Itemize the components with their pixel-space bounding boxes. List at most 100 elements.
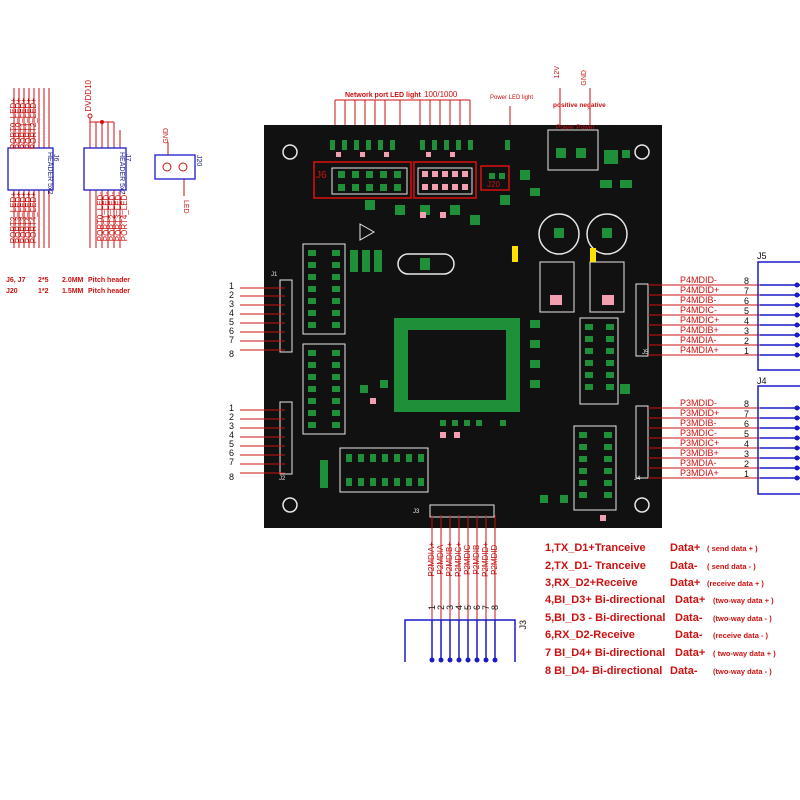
spec-row2-pitch: 1.5MM (62, 288, 84, 295)
spec-row2-type: Pitch header (88, 288, 131, 295)
j1-pin-number: 1 (229, 281, 235, 291)
j4-pin-number: 3 (744, 449, 750, 459)
pcb-j7-header (417, 167, 473, 195)
legend-desc: ( send data + ) (707, 544, 758, 553)
j7-dvdd-label: DVDD10 (84, 80, 93, 112)
j7-dvdd-pin-dot (87, 113, 93, 119)
power-label: Power Power (556, 124, 595, 131)
j2-pin-number: 4 (229, 430, 235, 440)
j3-signal: P2MDIB- (472, 542, 481, 575)
j5-pin-number: 6 (744, 296, 750, 306)
pcb-j5-footprint (635, 283, 649, 357)
j20-name-label: J20 (195, 155, 202, 167)
j20-symbol (154, 154, 196, 180)
spec-row2-size: 1*2 (38, 288, 49, 295)
speed-label: 100/1000 (424, 90, 458, 99)
spec-row1-name: J6, J7 (6, 277, 26, 284)
legend-name: 2,TX_D1- Tranceive (545, 560, 646, 572)
j5-pin-number: 2 (744, 336, 750, 346)
pcb-led-row-pink (336, 152, 455, 157)
legend-name: 5,BI_D3 - Bi-directional (545, 612, 666, 624)
j6-pin-label: PORT2_LED+ (29, 98, 38, 150)
12v-label: 12V (554, 66, 561, 79)
legend-data: Data- (670, 560, 698, 572)
j3-signal: P2MDIC- (463, 542, 472, 575)
pcb-j3-footprint (429, 504, 495, 518)
legend-desc: (two-way data - ) (713, 614, 772, 623)
j2-pin-number: 8 (229, 472, 235, 482)
legend-desc: (two-way data - ) (713, 667, 772, 676)
j5-pin-number: 1 (744, 346, 750, 356)
legend-data: Data+ (670, 577, 701, 589)
j4-signal: P3MDIB+ (680, 448, 719, 458)
legend-name: 3,RX_D2+Receive (545, 577, 638, 589)
j4-symbol (757, 385, 800, 495)
j4-pin-number: 2 (744, 459, 750, 469)
pcb-j1-footprint (279, 279, 293, 353)
j3-pin-number: 8 (490, 605, 500, 611)
j5-signal: P4MDIC+ (680, 315, 720, 325)
pcb-small-parts-pink (370, 212, 606, 521)
pcb-j20-header (489, 173, 505, 179)
legend-name: 8 BI_D4- Bi-directional (545, 665, 663, 677)
legend-name: 1,TX_D1+Tranceive (545, 542, 646, 554)
j2-pin-number: 2 (229, 412, 235, 422)
j2-pin-number: 5 (229, 439, 235, 449)
pcb-j7-highlight (413, 161, 477, 199)
j4-pin-dots (794, 405, 800, 481)
pcb-diode (359, 223, 376, 241)
j2-pin-number: 7 (229, 457, 235, 467)
legend-desc: ( two-way data + ) (713, 649, 776, 658)
j5-pin-number: 5 (744, 306, 750, 316)
pcb-j1-label: J1 (271, 272, 278, 278)
j3-symbol (404, 619, 516, 662)
j5-signal: P4MDIA- (680, 335, 717, 345)
j4-pin-number: 4 (744, 439, 750, 449)
pcb-transformer-left-lower (302, 343, 346, 435)
j1-pin-number: 8 (229, 349, 235, 359)
j5-pin-number: 3 (744, 326, 750, 336)
j1-pin-number: 3 (229, 299, 235, 309)
pcb-j6-highlight (313, 161, 412, 199)
j2-wires (240, 409, 285, 474)
j3-signal: P2MDID+ (481, 542, 490, 577)
j3-signal: P2MDIA- (436, 542, 445, 575)
pcb-j20-highlight (480, 165, 510, 191)
j3-signal: P2MDID- (490, 542, 499, 575)
j4-pin-number: 8 (744, 399, 750, 409)
j4-signal: P3MDID- (680, 398, 718, 408)
j5-pin-number: 4 (744, 316, 750, 326)
legend-name: 4,BI_D3+ Bi-directional (545, 594, 666, 606)
j5-signal: P4MDIB+ (680, 325, 719, 335)
j5-pin-number: 7 (744, 286, 750, 296)
j4-signal: P3MDIA- (680, 458, 717, 468)
legend-row: 1,TX_D1+Tranceive Data+ ( send data + ) (545, 542, 795, 556)
j4-signal: P3MDIC- (680, 428, 718, 438)
pcb-j2-label: J2 (279, 476, 286, 482)
legend-data: Data+ (675, 647, 706, 659)
j6-name-label: J6 (52, 154, 59, 162)
pcb-j3-label: J3 (413, 509, 420, 515)
pcb-regulators (512, 246, 625, 313)
spec-row1-pitch: 2.0MM (62, 277, 84, 284)
j3-signal: P2MDIB+ (445, 542, 454, 577)
pcb-crystal (397, 253, 455, 275)
j3-signal: P2MDIC+ (454, 542, 463, 577)
j5-signal: P4MDIA+ (680, 345, 719, 355)
network-led-label: Network port LED light (345, 92, 421, 99)
j5-signal: P4MDID- (680, 275, 718, 285)
gnd-top-label: GND (581, 70, 588, 86)
j4-pin-number: 1 (744, 469, 750, 479)
pcb-j5-label: J5 (642, 350, 649, 356)
j4-signal: P3MDIB- (680, 418, 717, 428)
j3-signal: P2MDIA+ (427, 542, 436, 577)
j5-signal: P4MDIC- (680, 305, 718, 315)
legend-row: 7 BI_D4+ Bi-directional Data+ ( two-way … (545, 647, 795, 661)
legend-row: 8 BI_D4- Bi-directional Data- (two-way d… (545, 665, 795, 679)
j5-name: J5 (757, 251, 767, 261)
j5-signal: P4MDIB- (680, 295, 717, 305)
legend-desc: ( send data - ) (707, 562, 756, 571)
j7-top-dot (100, 120, 104, 124)
j7-rot-label: HEADER 5x2 (118, 152, 125, 195)
